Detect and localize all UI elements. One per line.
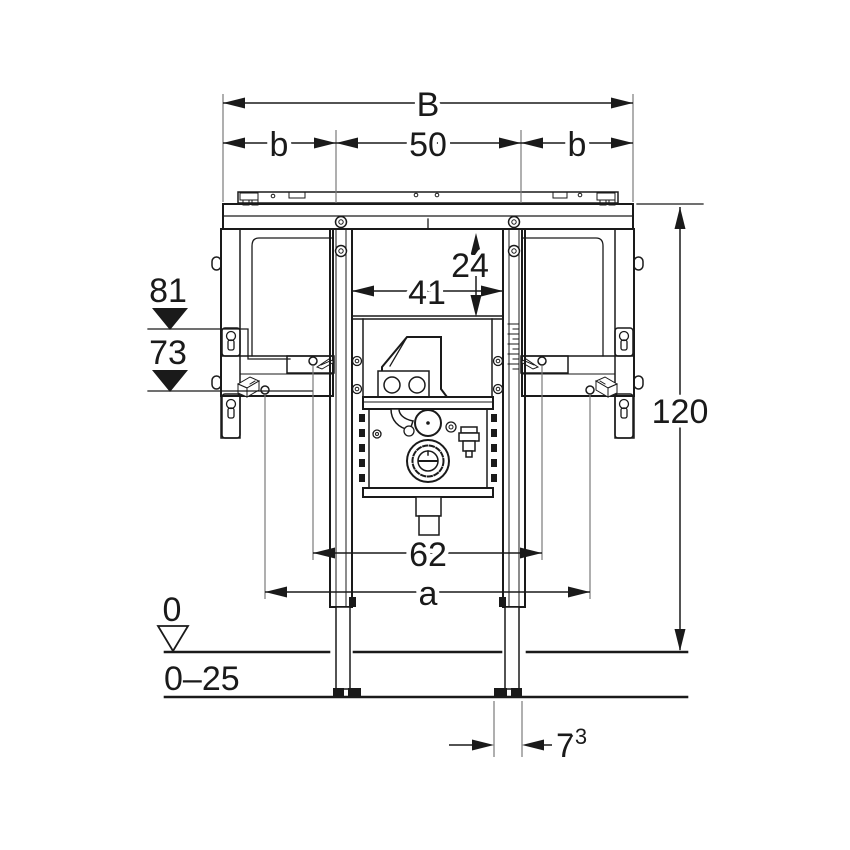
fill-valve	[458, 426, 480, 458]
elbow-pipe	[390, 408, 414, 431]
dimension-b-50-b: b 50 b	[223, 122, 633, 203]
dimension-7-3: 73	[449, 701, 592, 770]
floor-level-marker-0: 0	[156, 587, 190, 653]
rail-tab	[596, 192, 616, 201]
level-marker-73: 73	[145, 330, 313, 392]
dimension-b-left-label: b	[270, 126, 289, 164]
dimension-41: 41	[352, 270, 503, 317]
dimension-120-label: 120	[652, 393, 709, 431]
dimension-B: B	[222, 82, 634, 202]
dimension-7-3-label: 73	[556, 724, 587, 765]
dimension-62: 62	[313, 532, 542, 579]
tank-top-band	[362, 396, 494, 410]
rail-tab	[288, 191, 306, 199]
top-crossbar	[222, 203, 634, 230]
dimension-62-label: 62	[409, 536, 447, 574]
tank-bottom-band	[362, 487, 494, 498]
dimension-B-label: B	[417, 86, 440, 124]
dimension-41-label: 41	[408, 274, 446, 312]
depth-ruler	[507, 321, 520, 374]
dimension-b-right-label: b	[568, 126, 587, 164]
dimension-50-label: 50	[409, 126, 447, 164]
dimension-120: 120	[636, 203, 713, 651]
flush-valve	[414, 409, 442, 437]
cistern	[351, 315, 504, 536]
floor-zero-label: 0	[163, 591, 182, 629]
level-81-label: 81	[149, 272, 187, 310]
tank-side-seals	[359, 408, 497, 489]
right-side-assembly	[493, 215, 644, 697]
level-marker-81: 81	[145, 268, 291, 360]
left-side-assembly	[211, 215, 362, 697]
rail-tab	[239, 192, 259, 201]
dimension-a: a	[265, 571, 590, 618]
service-housing	[377, 336, 449, 399]
dimension-a-label: a	[419, 575, 438, 613]
level-73-triangle	[152, 370, 188, 392]
dimension-24: 24	[447, 233, 493, 317]
rail-tab	[552, 191, 568, 199]
dimension-24-label: 24	[451, 247, 489, 285]
floor-lines	[163, 650, 689, 699]
level-73-label: 73	[149, 334, 187, 372]
flush-knob	[406, 439, 450, 483]
drain-pipe	[415, 496, 442, 536]
floor-zero-triangle	[156, 625, 190, 653]
floor-range-label: 0–25	[164, 660, 240, 698]
level-81-triangle	[152, 308, 188, 330]
